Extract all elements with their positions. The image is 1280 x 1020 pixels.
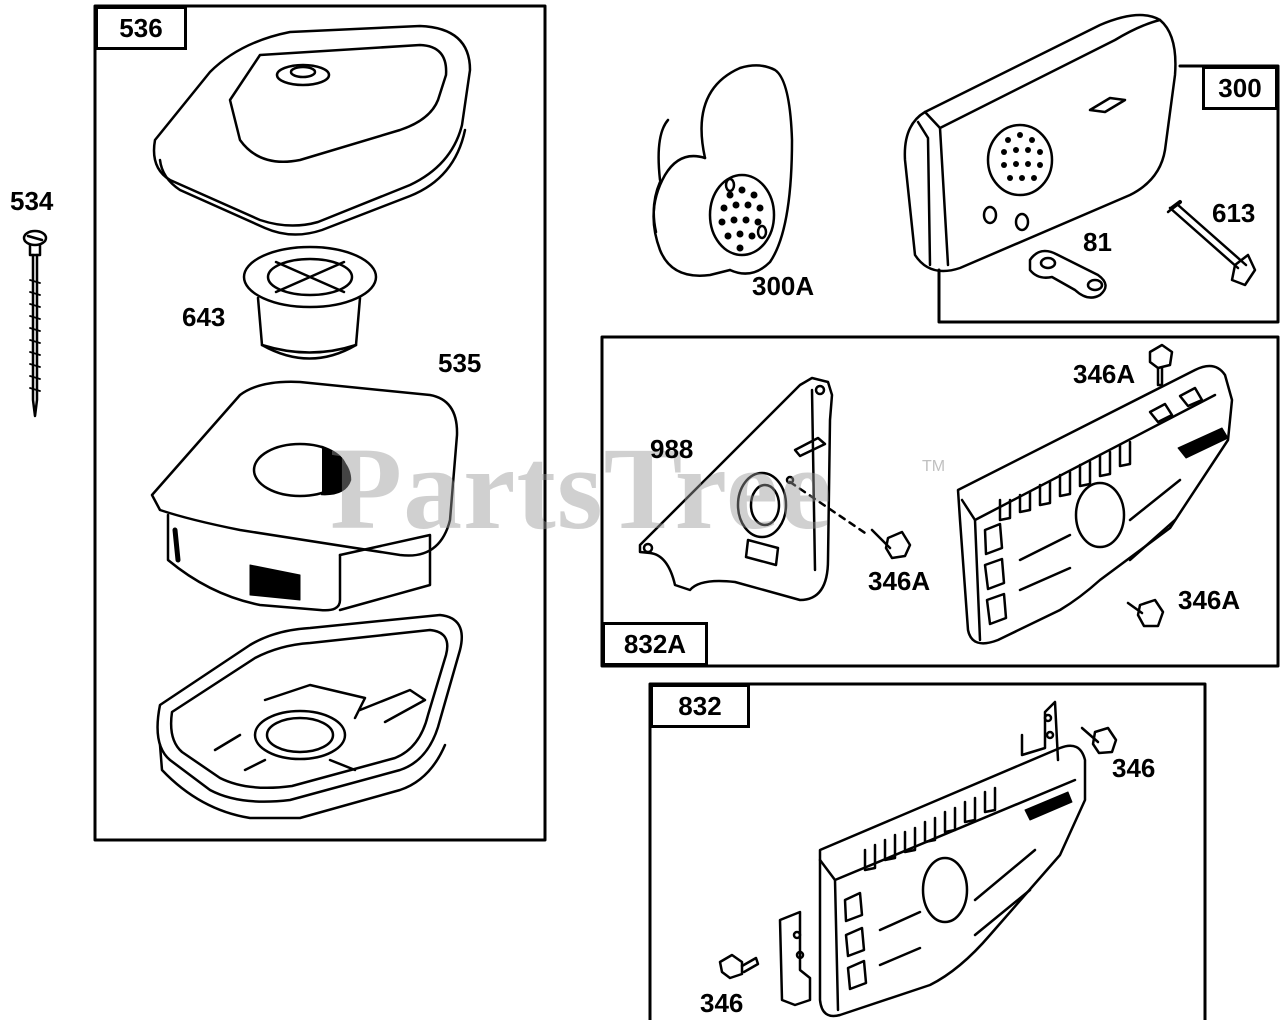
label-346-bottom: 346 [700,988,744,1018]
air-cleaner-frame [93,4,547,842]
label-535: 535 [438,348,482,378]
label-346a-mid: 346A [868,566,931,596]
screw-613-drawing [1166,200,1257,287]
screw-346-bottom-drawing [718,953,760,980]
watermark: PartsTree [330,423,833,554]
box-label-536: 536 [95,6,187,50]
label-346-top: 346 [1112,753,1156,783]
label-300a: 300A [752,271,815,301]
precleaner-643-drawing [242,245,378,360]
guard-832-drawing [778,700,1087,1018]
deflector-988-drawing [638,376,870,602]
box-label-832a: 832A [602,622,708,666]
guard-kit-frame [648,682,1207,1020]
label-613: 613 [1212,198,1256,228]
label-346a-top: 346A [1073,359,1136,389]
muffler-300a-drawing [652,64,794,277]
screw-346a-top-drawing [1148,343,1174,387]
screw-346a-right-drawing [1126,598,1165,628]
trademark-mark: TM [922,458,946,475]
muffler-300-drawing [903,13,1177,273]
air-cleaner-base-drawing [156,613,463,820]
guard-kit-a-frame [600,335,1280,668]
label-643: 643 [182,302,226,332]
box-label-832: 832 [650,684,750,728]
filter-535-drawing [150,380,459,612]
screw-534-drawing [22,229,48,418]
screw-346-top-drawing [1080,726,1118,755]
label-346a-right: 346A [1178,585,1241,615]
air-cleaner-cover-drawing [152,24,472,236]
label-534: 534 [10,186,54,216]
lock-tab-81-drawing [1028,249,1107,299]
label-81: 81 [1083,227,1112,257]
screw-346a-mid-drawing [870,528,912,560]
label-988: 988 [650,434,694,464]
box-label-300: 300 [1202,66,1278,110]
guard-832a-drawing [956,364,1234,645]
